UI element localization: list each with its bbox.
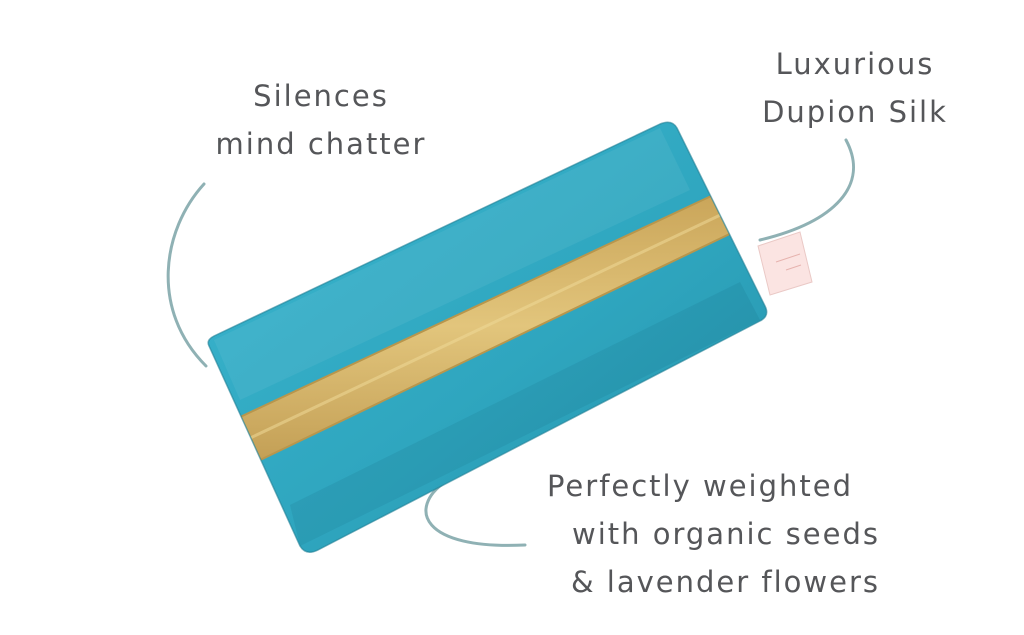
callout-weight-line1: Perfectly weighted: [546, 469, 854, 503]
callout-weight-line3: & lavender flowers: [570, 565, 880, 599]
gold-ribbon: [237, 189, 743, 463]
callout-mind-line1: Silences: [253, 79, 389, 113]
callout-weight-line2: with organic seeds: [572, 517, 880, 551]
callout-silences-mind-chatter: Silences mind chatter: [196, 72, 446, 168]
connector-mind: [166, 182, 208, 368]
label-tag: [757, 231, 813, 296]
callout-mind-line2: mind chatter: [215, 127, 427, 161]
callout-silk-line1: Luxurious: [775, 47, 935, 81]
callout-silk-line2: Dupion Silk: [762, 95, 948, 129]
callout-perfectly-weighted: Perfectly weighted with organic seeds & …: [520, 462, 880, 606]
silk-eye-pillow: [207, 121, 768, 553]
connector-weight: [424, 480, 527, 547]
callout-luxurious-dupion-silk: Luxurious Dupion Silk: [748, 40, 962, 136]
connector-silk: [758, 138, 855, 242]
